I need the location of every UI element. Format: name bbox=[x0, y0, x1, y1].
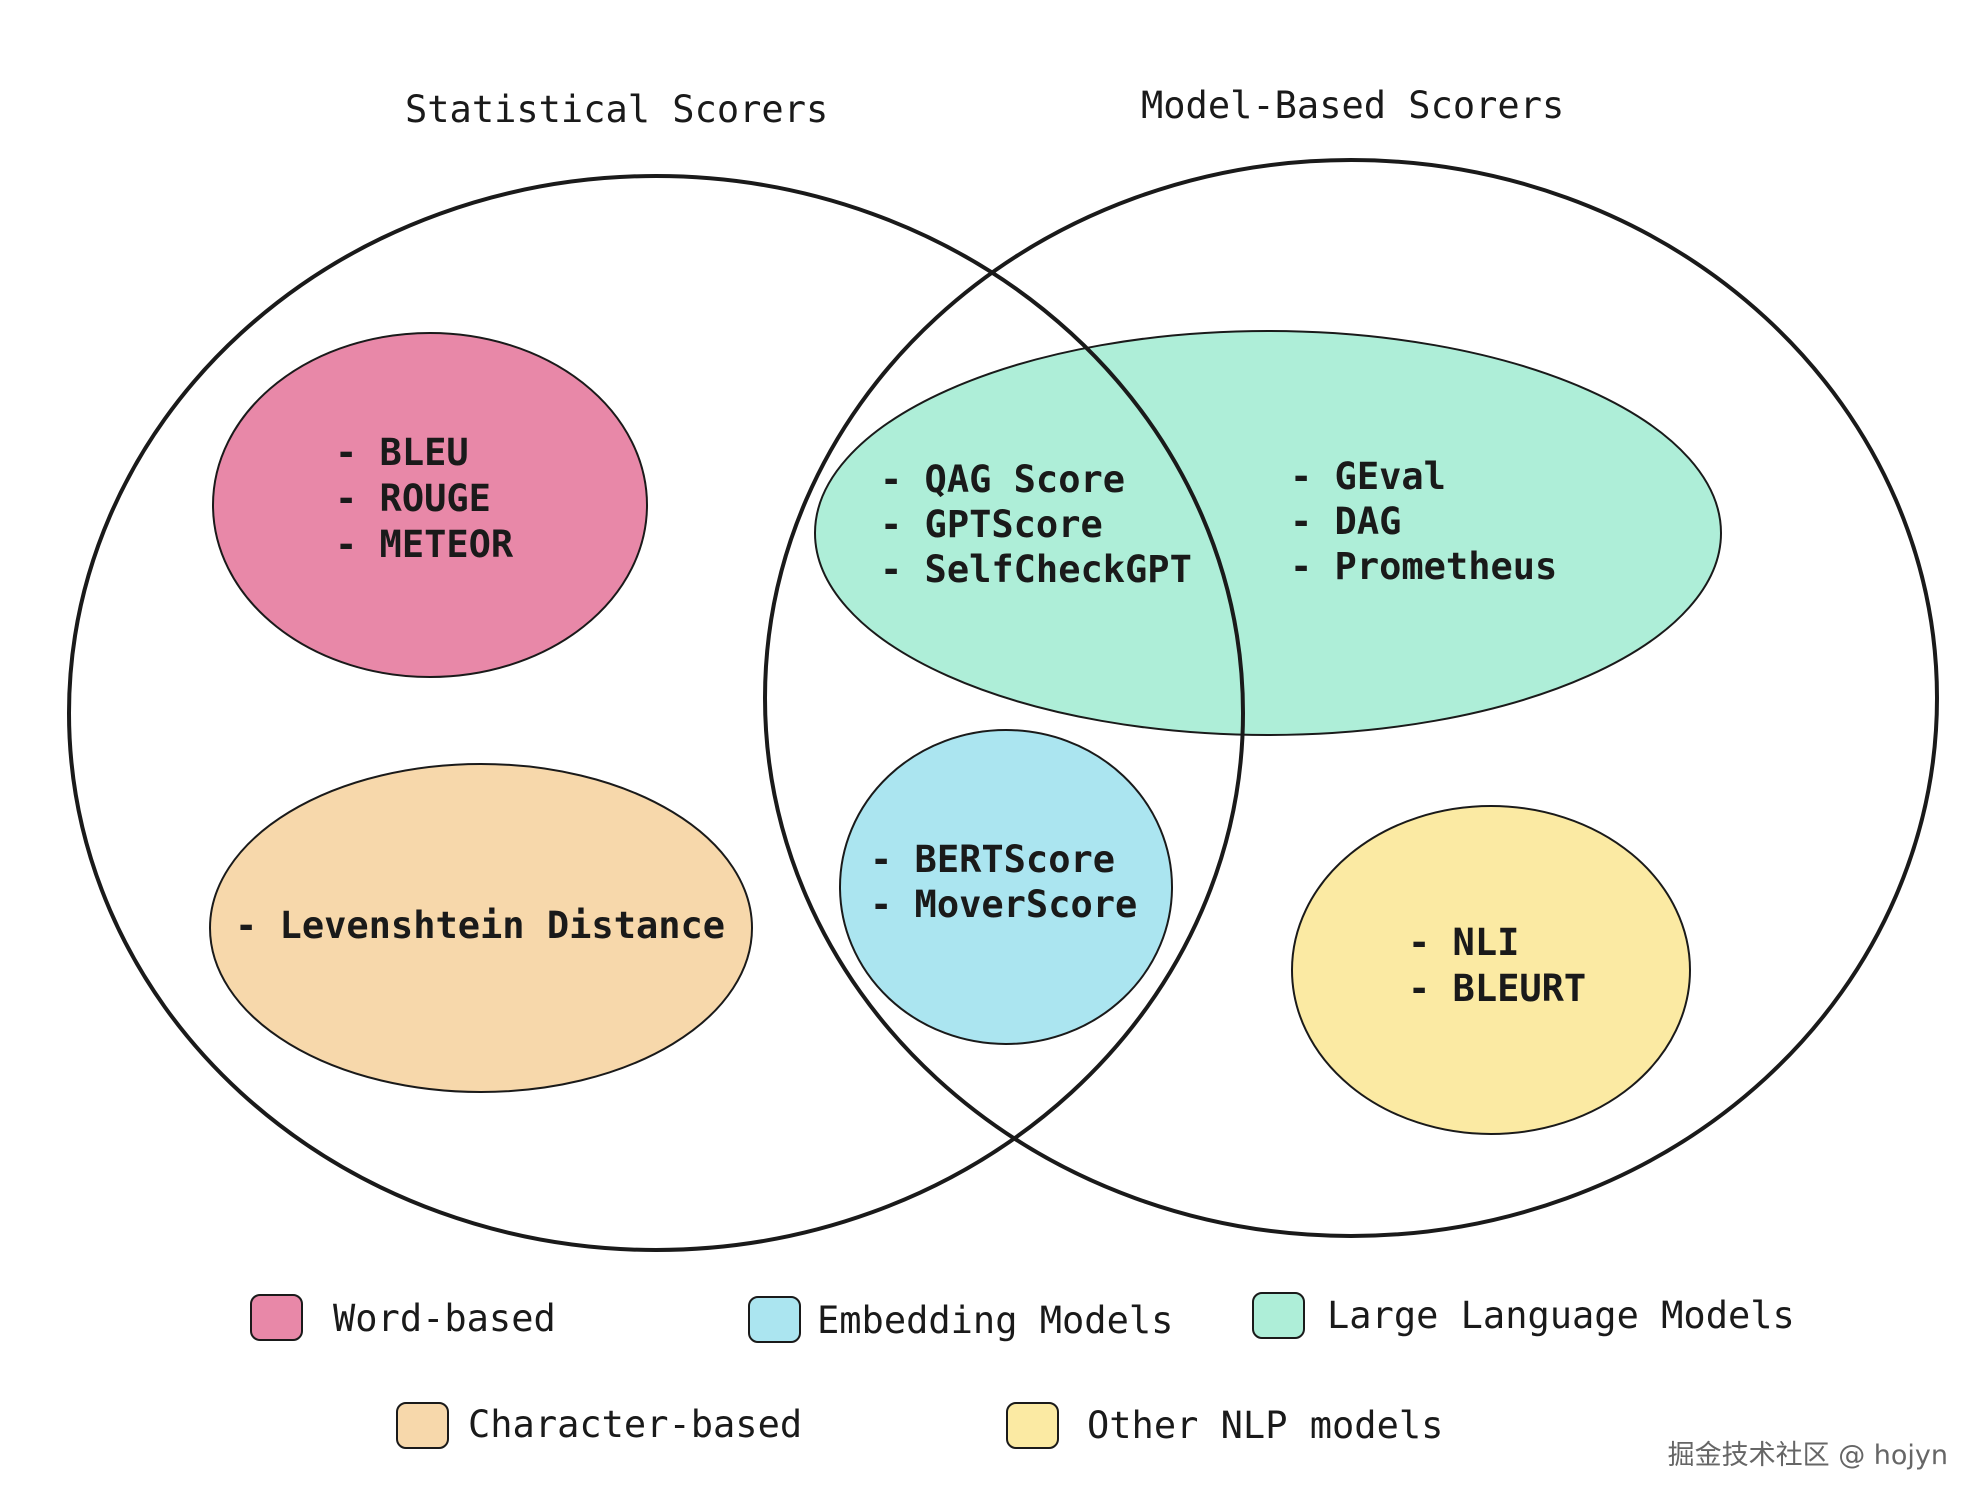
statistical-scorers-circle bbox=[67, 174, 1245, 1252]
word-based-ellipse bbox=[212, 332, 648, 678]
embedding-item: - MoverScore bbox=[870, 883, 1137, 926]
llm-item: - SelfCheckGPT bbox=[880, 548, 1192, 591]
llm-item: - DAG bbox=[1290, 500, 1401, 543]
llm-item: - QAG Score bbox=[880, 458, 1125, 501]
legend-label-embedding: Embedding Models bbox=[817, 1299, 1173, 1342]
word-based-item: - METEOR bbox=[335, 523, 514, 566]
model-based-scorers-circle bbox=[763, 158, 1939, 1238]
legend-label-character-based: Character-based bbox=[468, 1403, 802, 1446]
legend-label-word-based: Word-based bbox=[333, 1297, 556, 1340]
legend-swatch-embedding bbox=[748, 1296, 801, 1343]
legend-label-other-nlp: Other NLP models bbox=[1087, 1404, 1443, 1447]
character-based-item: - Levenshtein Distance bbox=[235, 904, 725, 947]
legend-swatch-character-based bbox=[396, 1402, 449, 1449]
llm-item: - GEval bbox=[1290, 455, 1446, 498]
other-nlp-ellipse bbox=[1291, 805, 1691, 1135]
llm-item: - GPTScore bbox=[880, 503, 1103, 546]
word-based-item: - BLEU bbox=[335, 431, 469, 474]
other-nlp-item: - NLI bbox=[1408, 921, 1519, 964]
llm-ellipse bbox=[814, 330, 1722, 736]
llm-item: - Prometheus bbox=[1290, 545, 1557, 588]
other-nlp-item: - BLEURT bbox=[1408, 967, 1586, 1010]
legend-swatch-llm bbox=[1252, 1292, 1305, 1339]
character-based-ellipse bbox=[209, 763, 753, 1093]
watermark: 掘金技术社区 @ hojyn bbox=[1668, 1440, 1948, 1471]
legend-swatch-word-based bbox=[250, 1294, 303, 1341]
legend-swatch-other-nlp bbox=[1006, 1402, 1059, 1449]
model-based-scorers-title: Model-Based Scorers bbox=[1141, 84, 1564, 127]
word-based-item: - ROUGE bbox=[335, 477, 491, 520]
statistical-scorers-title: Statistical Scorers bbox=[405, 88, 828, 131]
embedding-ellipse bbox=[839, 729, 1173, 1045]
embedding-item: - BERTScore bbox=[870, 838, 1115, 881]
legend-label-llm: Large Language Models bbox=[1327, 1294, 1795, 1337]
